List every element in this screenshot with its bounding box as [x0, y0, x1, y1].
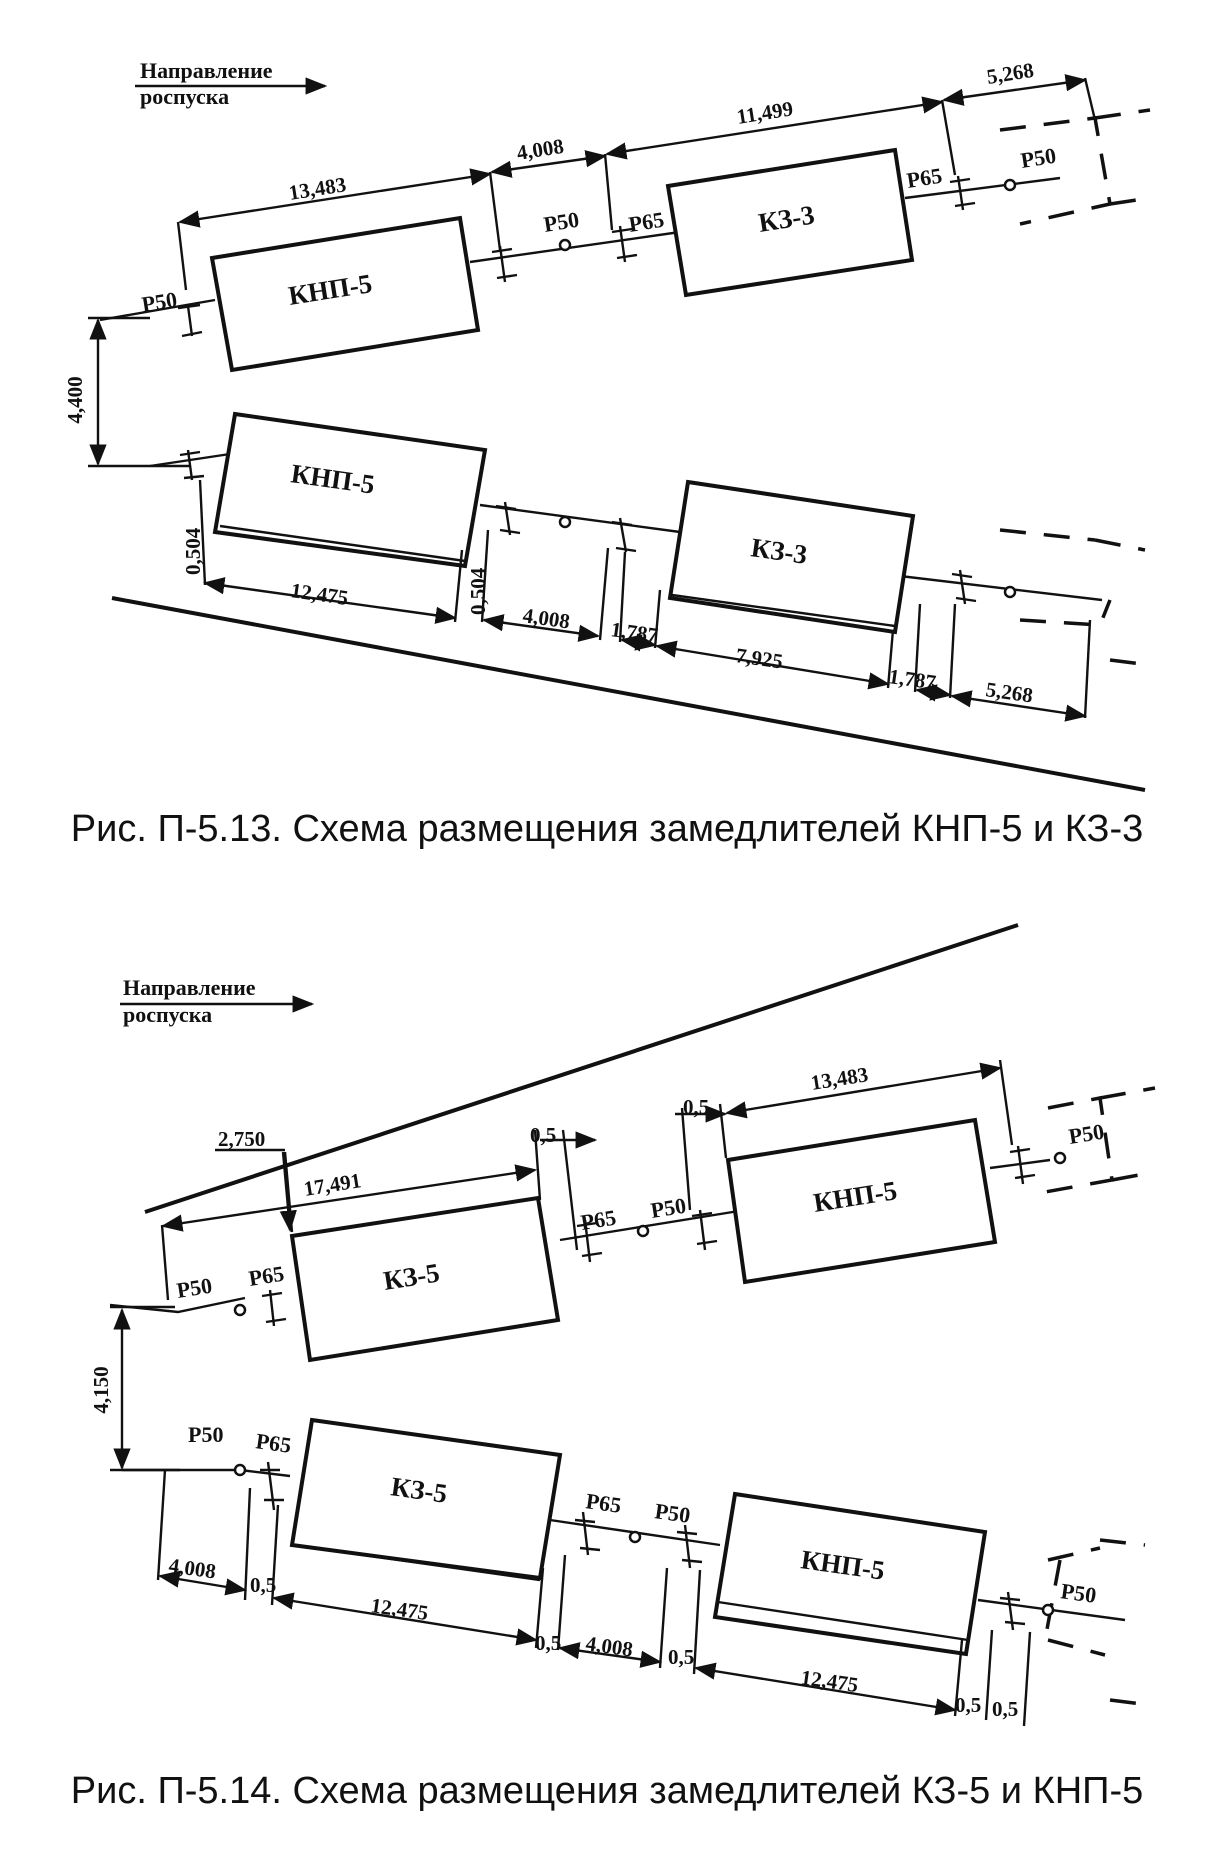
top-rail-p50-left: Р50: [175, 1273, 214, 1303]
dim-0-5-top-a: 0,5: [530, 1123, 556, 1147]
direction-arrow-1: Направление роспуска: [135, 58, 328, 109]
dim-1-787-a: 1,787: [609, 617, 659, 647]
dim-0-5-bot-c: 0,5: [668, 1645, 694, 1669]
bot-rail-p65-left: Р65: [254, 1428, 293, 1458]
knp5-upper-box: [209, 215, 481, 373]
dim-0-5-bot-e: 0,5: [992, 1697, 1018, 1721]
dim-5-268-top: 5,268: [985, 58, 1035, 89]
top-rail-p50-mid: Р50: [649, 1193, 688, 1223]
rail-p65-right: Р65: [905, 163, 944, 193]
dim-7-925: 7,925: [734, 643, 784, 673]
bot-rail-p50-left: Р50: [188, 1422, 223, 1447]
rail-p50-mid: Р50: [542, 207, 581, 237]
kz5-lower-box: [289, 1417, 563, 1581]
dim-17-491: 17,491: [302, 1168, 363, 1201]
dim-0-504-a: 0,504: [181, 527, 205, 575]
figure-2: Направление роспуска КЗ-5 КНП-5: [89, 923, 1156, 1727]
upper-track-2: КЗ-5 КНП-5 Р50 Р65 Р65 Р50 Р50: [109, 1059, 1156, 1363]
dim-4-150-label: 4,150: [89, 1366, 113, 1413]
dim-4-008-bottom: 4,008: [521, 603, 571, 633]
dim-11-499: 11,499: [735, 96, 795, 129]
dim-0-5-top-b: 0,5: [683, 1095, 709, 1119]
dim-0-504-b: 0,504: [466, 567, 490, 615]
dim-0-5-bot-b: 0,5: [535, 1631, 561, 1655]
ground-line-1: [111, 596, 1146, 792]
direction-label-line1: Направление: [140, 58, 273, 83]
top-rail-p50-right: Р50: [1067, 1119, 1106, 1149]
rail-p50-left: Р50: [140, 287, 179, 317]
top-rail-p65-mid: Р65: [579, 1205, 618, 1235]
bot-rail-p50-right: Р50: [1059, 1578, 1098, 1608]
knp5-lower-box-2: [712, 1491, 988, 1657]
kz3-lower-box: [667, 479, 916, 635]
dim-2-750: 2,750: [218, 1127, 265, 1151]
dim-4-400: 4,400: [63, 316, 190, 468]
dim-4-008-b: 4,008: [584, 1631, 634, 1661]
top-rail-p65-left: Р65: [247, 1261, 286, 1291]
dim-12-475-b: 12,475: [799, 1665, 860, 1697]
rail-p65-mid: Р65: [627, 207, 666, 237]
dim-1-787-b: 1,787: [887, 664, 937, 694]
direction-label2-line1: Направление: [123, 975, 256, 1000]
bot-rail-p65-mid: Р65: [584, 1488, 623, 1518]
dim-4-008-top: 4,008: [515, 134, 565, 165]
dim-0-5-bot-d: 0,5: [955, 1693, 981, 1717]
direction-arrow-2: Направление роспуска: [120, 975, 315, 1027]
figure-1: Направление роспуска КНП-5 КЗ-3: [63, 58, 1151, 792]
direction-label-line2: роспуска: [140, 84, 229, 109]
lower-track-1: КНП-5 КЗ-3: [149, 411, 1151, 722]
direction-label2-line2: роспуска: [123, 1002, 212, 1027]
kz3-upper-box: [665, 147, 915, 298]
upper-track-1: КНП-5 КЗ-3 Р50 Р50 Р65 Р65 Р50: [99, 58, 1151, 373]
dim-0-5-bot-a: 0,5: [250, 1573, 276, 1597]
dim-12-475-a: 12,475: [369, 1593, 430, 1625]
figure-2-caption: Рис. П-5.14. Схема размещения замедлител…: [70, 1770, 1144, 1812]
knp5-upper-box-2: [725, 1117, 998, 1285]
lower-track-2: КЗ-5 КНП-5 Р50 Р65 Р65 Р50 Р50: [122, 1417, 1151, 1727]
dim-4-400-label: 4,400: [63, 376, 87, 423]
dim-13-483: 13,483: [287, 172, 348, 205]
dim-4-150: 4,150: [89, 1305, 180, 1472]
bot-rail-p50-mid: Р50: [653, 1498, 692, 1528]
ground-line-2: [144, 923, 1019, 1214]
dim-12-475: 12,475: [289, 578, 350, 610]
figure-1-caption: Рис. П-5.13. Схема размещения замедлител…: [70, 808, 1144, 850]
rail-p50-right: Р50: [1019, 143, 1058, 173]
knp5-lower-box: [212, 411, 488, 569]
